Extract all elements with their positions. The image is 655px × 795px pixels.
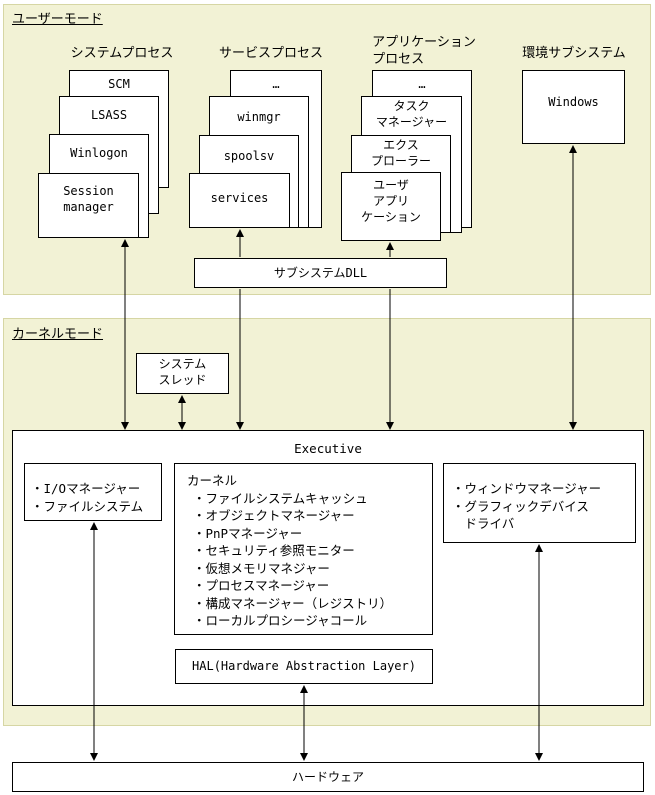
system-thread-box: システム スレッド: [136, 353, 229, 394]
kernel-item: ・プロセスマネージャー: [193, 578, 330, 593]
system-process-header: システムプロセス: [70, 46, 174, 61]
session-manager-box: Session manager: [38, 173, 139, 238]
kernel-item: ・セキュリティ参照モニター: [193, 543, 355, 558]
app-process-header: アプリケーション プロセス: [372, 35, 476, 67]
kernel-mode-title: カーネルモード: [12, 327, 104, 342]
io-manager-box: ・I/Oマネージャー ・ファイルシステム: [24, 463, 162, 521]
window-item: ドライバ: [452, 516, 515, 531]
window-item: ・ウィンドウマネージャー: [452, 481, 602, 496]
kernel-title: カーネル: [187, 473, 238, 488]
kernel-box: カーネル ・ファイルシステムキャッシュ ・オブジェクトマネージャー ・PnPマネ…: [174, 463, 433, 635]
kernel-item: ・オブジェクトマネージャー: [193, 508, 355, 523]
io-item: ・I/Oマネージャー: [31, 481, 141, 496]
kernel-item: ・PnPマネージャー: [193, 525, 303, 541]
user-mode-title: ユーザーモード: [12, 12, 103, 27]
windows-subsystem-box: Windows: [522, 70, 625, 144]
hal-box: HAL(Hardware Abstraction Layer): [175, 649, 433, 684]
kernel-item: ・仮想メモリマネジャー: [193, 560, 330, 576]
env-subsystem-header: 環境サブシステム: [522, 46, 626, 61]
service-process-header: サービスプロセス: [218, 46, 324, 61]
user-app-box: ユーザ アプリ ケーション: [341, 172, 441, 241]
kernel-item: ・ファイルシステムキャッシュ: [193, 490, 368, 506]
io-item: ・ファイルシステム: [31, 498, 144, 514]
subsystem-dll-box: サブシステムDLL: [194, 258, 447, 288]
kernel-item: ・ローカルプロシージャコール: [193, 613, 368, 628]
services-box: services: [189, 173, 290, 228]
hardware-box: ハードウェア: [12, 762, 644, 792]
window-manager-box: ・ウィンドウマネージャー ・グラフィックデバイス ドライバ: [443, 463, 636, 543]
kernel-item: ・構成マネージャー（レジストリ）: [193, 595, 393, 611]
window-item: ・グラフィックデバイス: [452, 498, 589, 514]
